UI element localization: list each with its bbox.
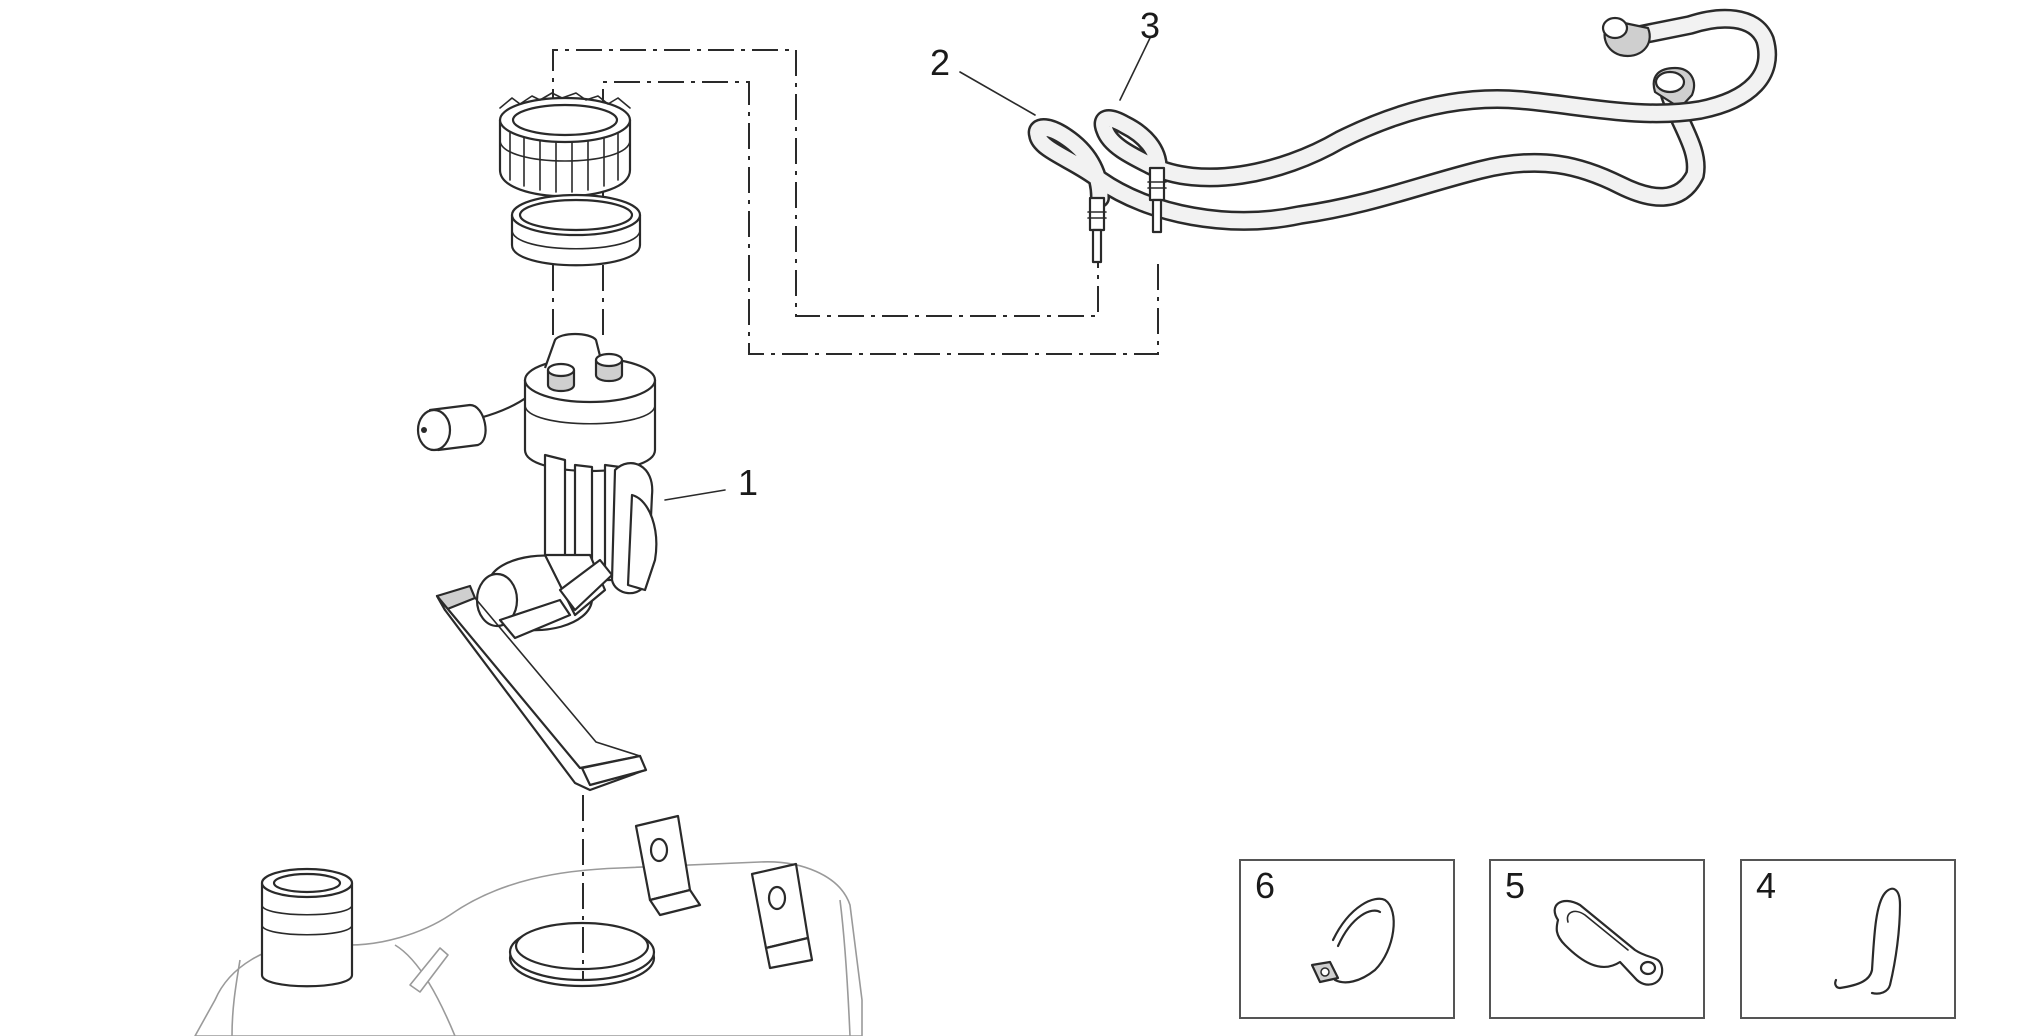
leader-lines: [664, 37, 1151, 501]
tank-bracket-left: [634, 814, 702, 917]
part-box-5: 5: [1489, 859, 1705, 1019]
pump-connector-left: [546, 362, 576, 393]
part-box-4: 4: [1740, 859, 1956, 1019]
callout-1: 1: [738, 462, 758, 503]
spring-clip-icon: [1834, 887, 1902, 995]
part-box-6: 6: [1239, 859, 1455, 1019]
tank-bracket-right: [750, 862, 814, 970]
callout-4: 4: [1756, 865, 1776, 906]
callout-5: 5: [1505, 865, 1525, 906]
callout-3: 3: [1140, 5, 1160, 46]
retaining-clip-icon: [1553, 899, 1664, 986]
callout-6: 6: [1255, 865, 1275, 906]
fuel-hose-2: [1027, 66, 1706, 264]
hose-clamp-icon: [1310, 897, 1395, 984]
tank-filler-neck: [260, 867, 354, 988]
tank-lock-ring: [498, 92, 632, 198]
callout-2: 2: [930, 42, 950, 83]
fuel-strainer: [435, 584, 648, 792]
fuel-hose-3: [1093, 8, 1778, 234]
fuel-pump-assembly: [416, 332, 658, 792]
pump-connector-right: [594, 352, 624, 383]
fuel-level-float: [416, 403, 487, 452]
fuel-tank: [194, 814, 863, 1036]
lock-ring-seal: [510, 193, 642, 267]
